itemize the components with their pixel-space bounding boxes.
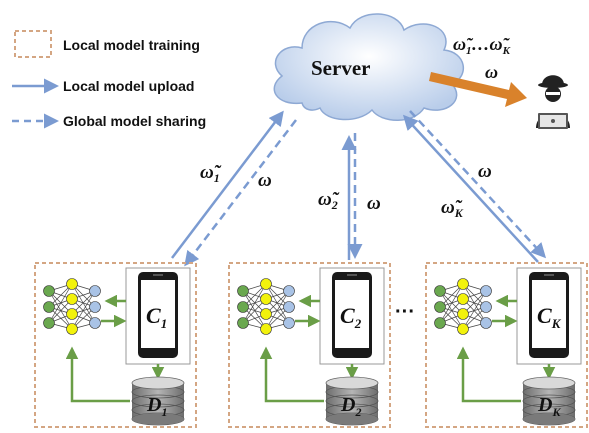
data-to-net-arrow xyxy=(259,346,324,403)
upload-arrow-1 xyxy=(171,110,284,259)
attacker-global-label: ω xyxy=(485,62,498,82)
database-icon: D1 xyxy=(131,376,185,426)
legend: Local model training Local model upload … xyxy=(12,30,206,129)
dataset-label: D2 xyxy=(340,394,361,419)
hacker-icon xyxy=(536,75,570,129)
attacker-models-label: ω̃1…ω̃K xyxy=(453,34,511,57)
client-label: C1 xyxy=(146,303,167,331)
legend-training-label: Local model training xyxy=(63,37,200,53)
legend-training-swatch xyxy=(14,30,52,58)
phone-icon: C2 xyxy=(332,272,372,358)
link-client-1: ω̃1 ω xyxy=(171,110,297,267)
upload-label-2: ω̃2 xyxy=(318,189,340,212)
link-client-2: ω̃2 ω xyxy=(318,133,381,260)
training-box xyxy=(228,262,391,428)
attacker: ω̃1…ω̃K ω xyxy=(429,34,570,129)
client-label: C2 xyxy=(340,303,362,331)
dataset-label: D1 xyxy=(146,394,167,419)
attack-arrow xyxy=(429,72,527,107)
data-to-net-arrow xyxy=(65,346,130,403)
training-box xyxy=(425,262,588,428)
cloud-icon xyxy=(273,13,465,121)
sharing-label-k: ω xyxy=(478,161,492,182)
server-cloud: Server xyxy=(273,13,465,121)
link-client-k: ω ω̃K xyxy=(402,110,547,263)
client-label: CK xyxy=(537,303,562,331)
server-label: Server xyxy=(311,56,370,80)
legend-sharing-label: Global model sharing xyxy=(63,113,206,129)
neural-network-icon xyxy=(237,278,295,335)
database-icon: DK xyxy=(522,376,576,426)
sharing-label-1: ω xyxy=(258,170,272,191)
upload-label-1: ω̃1 xyxy=(200,162,222,185)
phone-icon: CK xyxy=(529,272,569,358)
sharing-label-2: ω xyxy=(367,193,381,214)
upload-arrow-k xyxy=(402,114,539,263)
neural-network-icon xyxy=(43,278,101,335)
client-ellipsis: ··· xyxy=(395,301,415,323)
data-to-net-arrow xyxy=(456,346,521,403)
legend-upload-label: Local model upload xyxy=(63,78,194,94)
sharing-arrow-1 xyxy=(184,119,297,267)
phone-icon: C1 xyxy=(138,272,178,358)
training-box xyxy=(34,262,197,428)
client-box-3: CK DK xyxy=(425,262,588,428)
sharing-arrow-k xyxy=(409,110,547,259)
neural-network-icon xyxy=(434,278,492,335)
dataset-label: DK xyxy=(537,394,561,419)
upload-label-k: ω̃K xyxy=(441,197,464,220)
database-icon: D2 xyxy=(325,376,379,426)
